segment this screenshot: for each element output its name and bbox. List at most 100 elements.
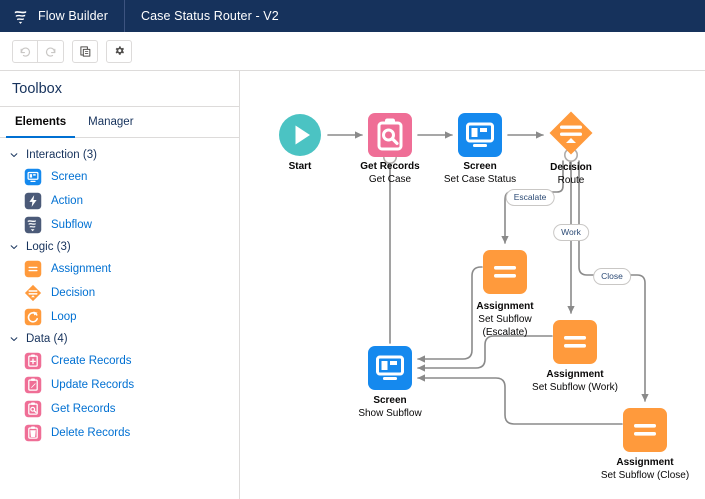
chevron-down-icon bbox=[10, 337, 18, 341]
assignment-icon bbox=[553, 320, 597, 364]
connector bbox=[417, 374, 623, 425]
action-icon bbox=[24, 192, 42, 210]
screen-icon bbox=[458, 113, 502, 157]
flow-title: Case Status Router - V2 bbox=[140, 9, 279, 23]
subflow-icon bbox=[24, 216, 42, 234]
flow-node-assignment-work[interactable] bbox=[552, 319, 598, 370]
toolbox-title: Toolbox bbox=[12, 80, 62, 97]
palette-item-screen[interactable]: Screen bbox=[0, 165, 239, 189]
flow-node-get-records-get-case[interactable] bbox=[367, 112, 413, 163]
node-subtitle: Set Subflow (Work) bbox=[532, 382, 618, 393]
palette-item-label: Get Records bbox=[51, 403, 116, 415]
tab-elements[interactable]: Elements bbox=[6, 107, 76, 138]
flow-node-screen-show-subflow[interactable] bbox=[367, 345, 413, 396]
create-records-icon bbox=[24, 352, 42, 370]
toolbar bbox=[0, 32, 705, 71]
undo-icon bbox=[20, 46, 30, 57]
palette-item-action[interactable]: Action bbox=[0, 189, 239, 213]
flow-logo-icon bbox=[14, 10, 27, 24]
decision-icon bbox=[24, 284, 42, 302]
brand[interactable]: Flow Builder bbox=[0, 0, 124, 32]
node-subtitle: Set Subflow (Close) bbox=[600, 470, 690, 481]
branch-escalate[interactable]: Escalate bbox=[505, 189, 555, 206]
palette-item-label: Loop bbox=[51, 311, 77, 323]
palette-group-2[interactable]: Data (4) bbox=[0, 329, 239, 349]
decision-icon bbox=[549, 111, 593, 155]
node-title: Get Records bbox=[360, 161, 420, 172]
palette-group-1[interactable]: Logic (3) bbox=[0, 237, 239, 257]
copy-icon bbox=[79, 45, 90, 57]
node-subtitle: Show Subflow bbox=[358, 408, 422, 419]
palette-item-label: Screen bbox=[51, 171, 88, 183]
node-subtitle: Set Case Status bbox=[443, 174, 517, 185]
node-title: Screen bbox=[373, 395, 407, 406]
palette-item-subflow[interactable]: Subflow bbox=[0, 213, 239, 237]
branch-close[interactable]: Close bbox=[593, 268, 631, 285]
branch-work[interactable]: Work bbox=[553, 224, 589, 241]
node-title: Assignment bbox=[616, 457, 674, 468]
screen-icon bbox=[24, 168, 42, 186]
redo-button[interactable] bbox=[38, 39, 64, 63]
assignment-icon bbox=[24, 260, 42, 278]
palette-item-label: Update Records bbox=[51, 379, 135, 391]
palette-item-label: Action bbox=[51, 195, 83, 207]
chevron-down-icon bbox=[10, 153, 18, 157]
settings-button[interactable] bbox=[106, 39, 132, 63]
undo-button[interactable] bbox=[12, 39, 38, 63]
palette-item-delete-records[interactable]: Delete Records bbox=[0, 421, 239, 445]
update-records-icon bbox=[24, 376, 42, 394]
node-subtitle: Set Subflow bbox=[478, 314, 532, 325]
palette-group-label: Data (4) bbox=[26, 333, 68, 345]
body: Toolbox Elements Manager Interaction (3)… bbox=[0, 71, 705, 499]
get-records-icon bbox=[368, 113, 412, 157]
gear-icon bbox=[115, 45, 124, 55]
redo-icon bbox=[45, 46, 56, 57]
delete-records-icon bbox=[24, 424, 42, 442]
node-title: Assignment bbox=[476, 301, 534, 312]
palette-item-get-records[interactable]: Get Records bbox=[0, 397, 239, 421]
palette-item-label: Decision bbox=[51, 287, 96, 299]
node-title: Decision bbox=[550, 162, 592, 173]
header-divider bbox=[123, 0, 125, 32]
node-subtitle: (Escalate) bbox=[482, 327, 528, 338]
node-title: Start bbox=[288, 161, 312, 172]
undo-redo-group bbox=[12, 39, 64, 63]
assignment-icon bbox=[483, 250, 527, 294]
palette-item-label: Create Records bbox=[51, 355, 132, 367]
node-subtitle: Route bbox=[557, 175, 585, 186]
flow-node-decision-route[interactable] bbox=[548, 110, 594, 161]
play-icon bbox=[279, 114, 321, 156]
connector bbox=[417, 335, 553, 372]
flow-node-start[interactable] bbox=[277, 112, 323, 163]
flow-node-assignment-close[interactable] bbox=[622, 407, 668, 458]
palette-item-label: Assignment bbox=[51, 263, 112, 275]
palette-item-update-records[interactable]: Update Records bbox=[0, 373, 239, 397]
get-records-icon bbox=[24, 400, 42, 418]
copy-button[interactable] bbox=[72, 39, 98, 63]
tab-manager[interactable]: Manager bbox=[79, 107, 142, 138]
palette-item-decision[interactable]: Decision bbox=[0, 281, 239, 305]
flow-node-screen-set-status[interactable] bbox=[457, 112, 503, 163]
palette-item-label: Subflow bbox=[51, 219, 92, 231]
brand-name: Flow Builder bbox=[38, 9, 108, 23]
palette-item-assignment[interactable]: Assignment bbox=[0, 257, 239, 281]
palette-group-0[interactable]: Interaction (3) bbox=[0, 145, 239, 165]
chevron-down-icon bbox=[10, 245, 18, 249]
flow-node-assignment-escalate[interactable] bbox=[482, 249, 528, 300]
app-header: Flow Builder Case Status Router - V2 bbox=[0, 0, 705, 32]
connector bbox=[417, 266, 483, 363]
palette-item-create-records[interactable]: Create Records bbox=[0, 349, 239, 373]
node-title: Assignment bbox=[546, 369, 604, 380]
assignment-icon bbox=[623, 408, 667, 452]
toolbox-header: Toolbox bbox=[0, 71, 239, 107]
tab-manager-label: Manager bbox=[88, 115, 134, 128]
palette-item-loop[interactable]: Loop bbox=[0, 305, 239, 329]
